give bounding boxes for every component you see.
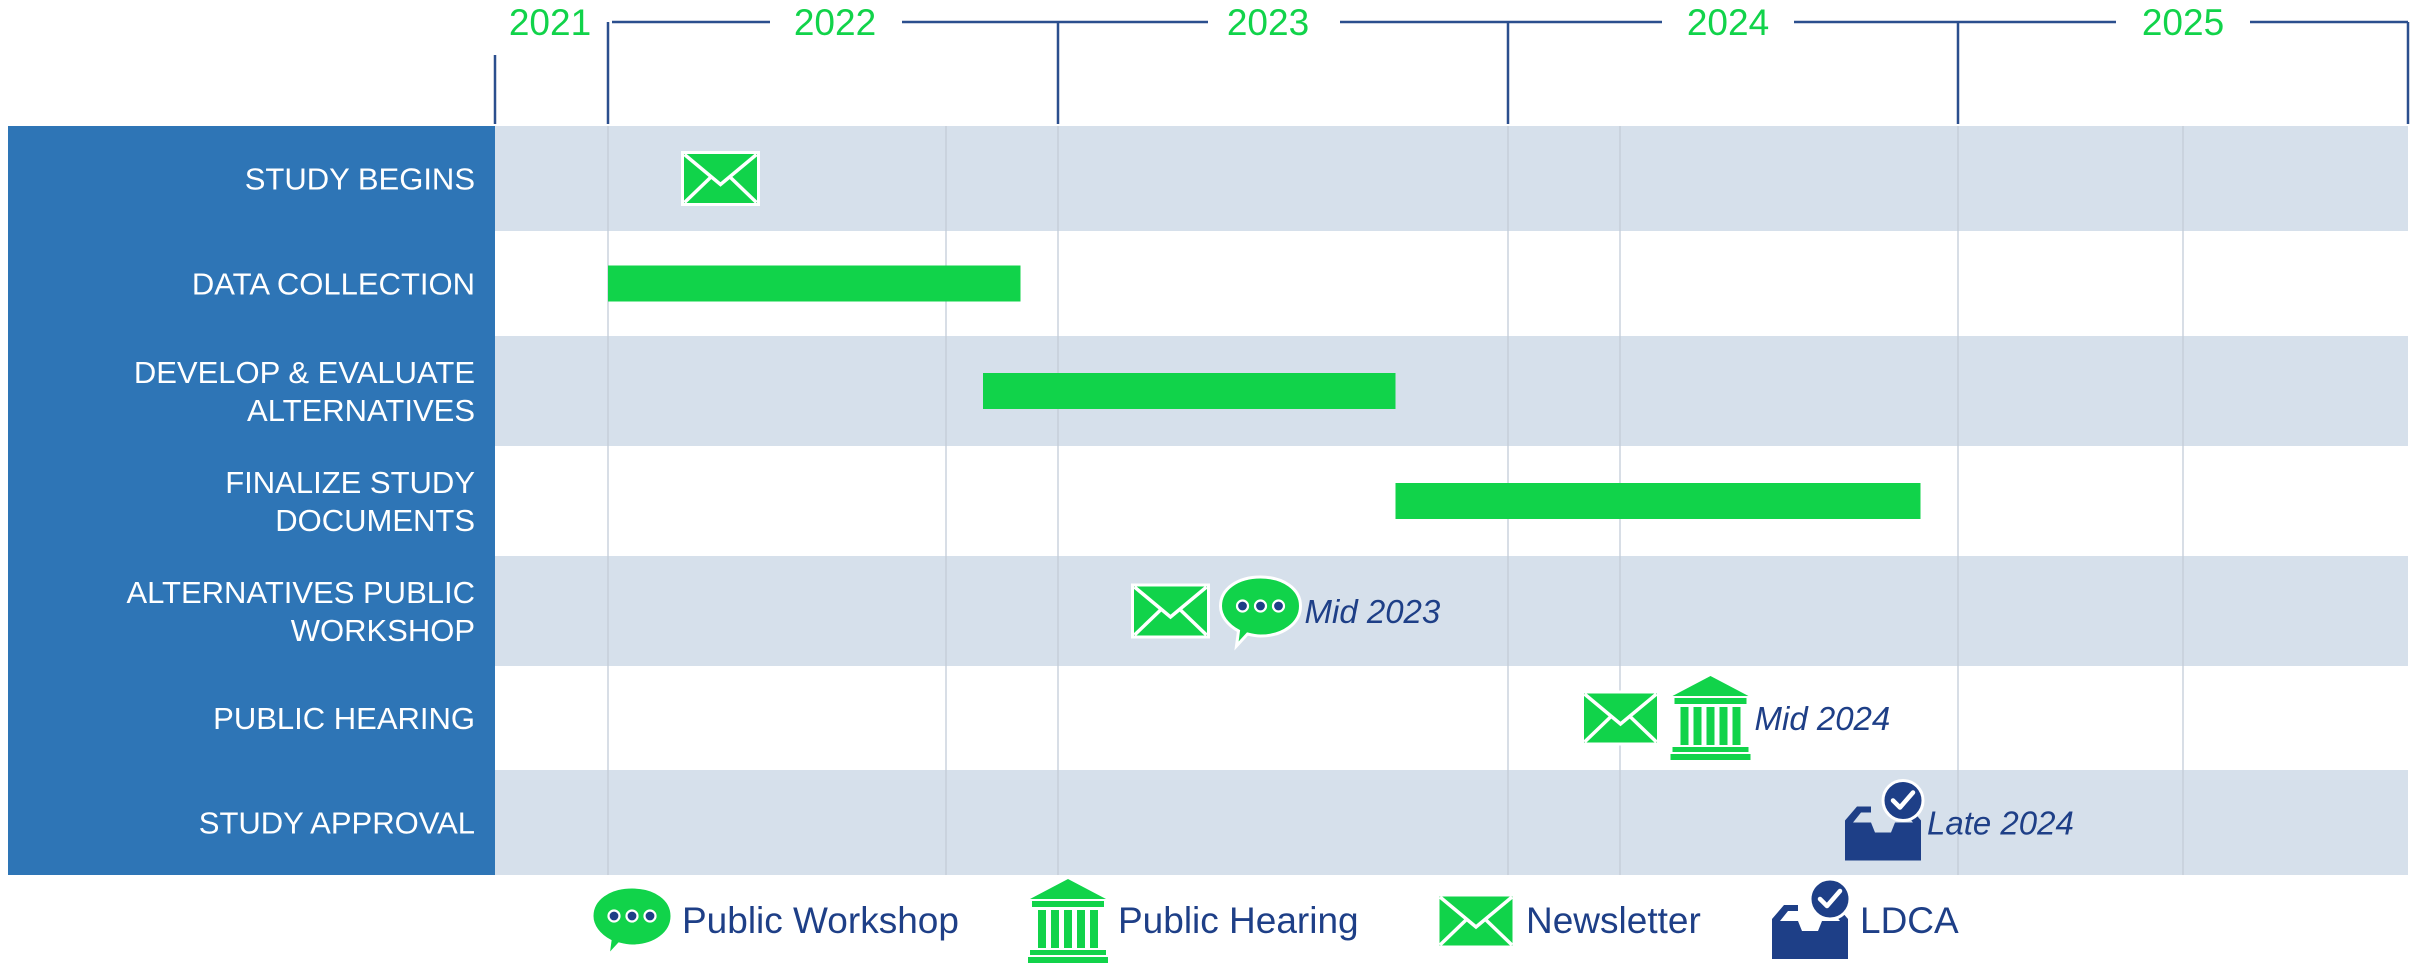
row-label: PUBLIC HEARING [213, 701, 475, 736]
row-band [495, 770, 2408, 875]
legend-item-ldca: LDCA [1770, 879, 1959, 963]
row-label: ALTERNATIVES PUBLIC [126, 575, 475, 610]
timeline-bar [608, 265, 1021, 302]
column [1706, 707, 1715, 745]
base [1670, 754, 1751, 760]
row-band [495, 126, 2408, 231]
column [1038, 910, 1046, 948]
entablature [1032, 901, 1104, 907]
inbox-tray [1845, 806, 1921, 861]
milestone-note: Late 2024 [1927, 805, 2074, 842]
envelope-fold-left [1133, 608, 1162, 637]
workshop-icon [592, 879, 672, 963]
inbox-tray [1772, 905, 1848, 959]
legend-label: Public Hearing [1118, 900, 1359, 941]
bubble-dot [643, 909, 657, 923]
timeline-bar [983, 373, 1396, 409]
row-label: FINALIZE STUDY [225, 465, 475, 500]
milestone-note: Mid 2023 [1305, 593, 1441, 630]
base-step [1672, 747, 1749, 752]
base-step [1030, 950, 1106, 955]
ldca-icon [1845, 779, 1925, 861]
check-badge [1808, 879, 1850, 921]
row-label: WORKSHOP [291, 613, 475, 648]
entablature [1674, 698, 1747, 704]
year-label: 2023 [1227, 2, 1309, 43]
column [1680, 707, 1689, 745]
column [1693, 707, 1702, 745]
envelope-flap [1583, 692, 1658, 727]
column [1051, 910, 1059, 948]
envelope-fold-left [683, 176, 712, 204]
year-label: 2024 [1687, 2, 1769, 43]
ldca-icon [1770, 879, 1850, 963]
ldca-shape [1772, 879, 1850, 959]
newsletter-icon [1436, 879, 1516, 963]
hearing-icon [1670, 676, 1751, 760]
hearing-glyph [1028, 879, 1108, 963]
legend-item-newsletter: Newsletter [1436, 880, 1701, 962]
column [1077, 910, 1085, 948]
check-badge [1881, 779, 1925, 822]
legend-item-workshop: Public Workshop [592, 880, 959, 962]
row-label: STUDY BEGINS [245, 162, 475, 197]
roof [1672, 676, 1749, 696]
timeline-bar [1395, 483, 1921, 519]
column [1064, 910, 1072, 948]
bubble-dot [1253, 599, 1268, 613]
row-label: DOCUMENTS [275, 503, 475, 538]
newsletter-icon [1581, 690, 1660, 746]
base [1028, 957, 1108, 963]
row-band [495, 336, 2408, 446]
bubble-dot [625, 909, 639, 923]
envelope-fold-right [729, 176, 758, 204]
year-label: 2022 [794, 2, 876, 43]
envelope-fold-right [1484, 918, 1514, 947]
newsletter-icon [681, 151, 760, 206]
row-label: STUDY APPROVAL [199, 806, 475, 841]
legend-label: LDCA [1860, 900, 1959, 941]
envelope-fold-right [1179, 608, 1208, 637]
column [1719, 707, 1728, 745]
bubble-dot [1235, 599, 1250, 613]
row-band [495, 556, 2408, 666]
legend-label: Newsletter [1526, 900, 1701, 941]
envelope-flap [683, 153, 758, 187]
newsletter-glyph [1436, 893, 1516, 949]
envelope-fold-right [1629, 715, 1658, 744]
legend-item-hearing: Public Hearing [1028, 879, 1359, 963]
workshop-glyph [592, 885, 672, 961]
row-label: ALTERNATIVES [247, 393, 475, 428]
hearing-icon [1028, 879, 1108, 963]
year-label: 2025 [2142, 2, 2224, 43]
check-mark [1890, 790, 1916, 810]
legend: Public Workshop Public Hearing Newslette… [0, 879, 2412, 963]
envelope-fold-left [1583, 715, 1612, 744]
year-label: 2021 [509, 2, 591, 43]
row-label: DATA COLLECTION [192, 267, 475, 302]
newsletter-shape [1436, 893, 1516, 949]
milestone-note: Mid 2024 [1755, 700, 1891, 737]
workshop-icon [1218, 575, 1303, 651]
newsletter-icon [1131, 583, 1210, 639]
roof [1030, 879, 1106, 899]
row-label: DEVELOP & EVALUATE [134, 355, 475, 390]
envelope-flap [1133, 585, 1208, 620]
legend-label: Public Workshop [682, 900, 959, 941]
bubble-dot [607, 909, 621, 923]
envelope-flap [1438, 895, 1514, 930]
row-band [495, 666, 2408, 770]
ldca-glyph [1772, 879, 1850, 959]
column [1732, 707, 1741, 745]
envelope-fold-left [1438, 918, 1468, 947]
hearing-shape [1028, 879, 1108, 963]
label-panel [8, 126, 495, 875]
column [1090, 910, 1098, 948]
bubble-dot [1271, 599, 1286, 613]
workshop-shape [592, 885, 672, 961]
check-mark [1817, 888, 1843, 909]
